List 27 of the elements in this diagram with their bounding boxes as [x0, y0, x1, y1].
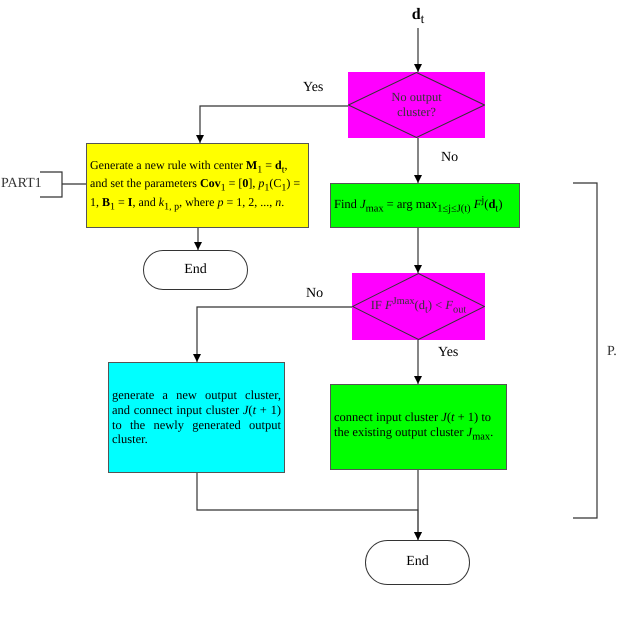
process-box	[86, 143, 309, 228]
arrow	[193, 306, 352, 362]
condition-text: IF F$^{Jmax}$(d$_{t}$) < F$_{out}$	[370, 296, 466, 317]
decision-box	[352, 273, 485, 340]
terminal-text: End	[406, 554, 429, 571]
process-box	[108, 362, 285, 473]
process-box	[330, 183, 520, 228]
condition-text: No output cluster?	[390, 90, 443, 120]
terminal-box	[365, 540, 470, 585]
arrow	[414, 138, 422, 183]
process-text: connect input cluster J(t + 1) to the existing output cluster J$_{max}$.	[333, 410, 494, 444]
terminal-text: End	[184, 262, 207, 278]
arrow	[414, 28, 422, 72]
process-text: Generate a new rule with center M$_{1}$ = d$_{t}$, and set the parameters Cov$_{1}$ = [0], p$_{1}$(C$_{1}$) = 1, B$_{1}$ = I, and k$_{1, p}$, where p = 1, 2, ..., n.	[89, 158, 302, 213]
process-box	[330, 384, 507, 470]
process-text: Find J$_{max}$ = arg max$_{1≤j≤J(t)}$ F$^{j}$(d$_{t}$)	[333, 195, 504, 216]
arrow	[414, 340, 422, 384]
part-label: P.	[606, 344, 618, 360]
arrow	[196, 105, 348, 143]
input-label: d$_{t}$	[412, 6, 424, 26]
decision-box	[348, 72, 485, 138]
process-text: generate a new output cluster, and connect input cluster J(t + 1) to the newly generated output cluster.	[111, 388, 282, 447]
part-label: PART1	[0, 176, 43, 192]
arrow	[194, 228, 202, 250]
arrow	[414, 228, 422, 273]
terminal-box	[143, 250, 248, 290]
arrow	[414, 470, 422, 540]
